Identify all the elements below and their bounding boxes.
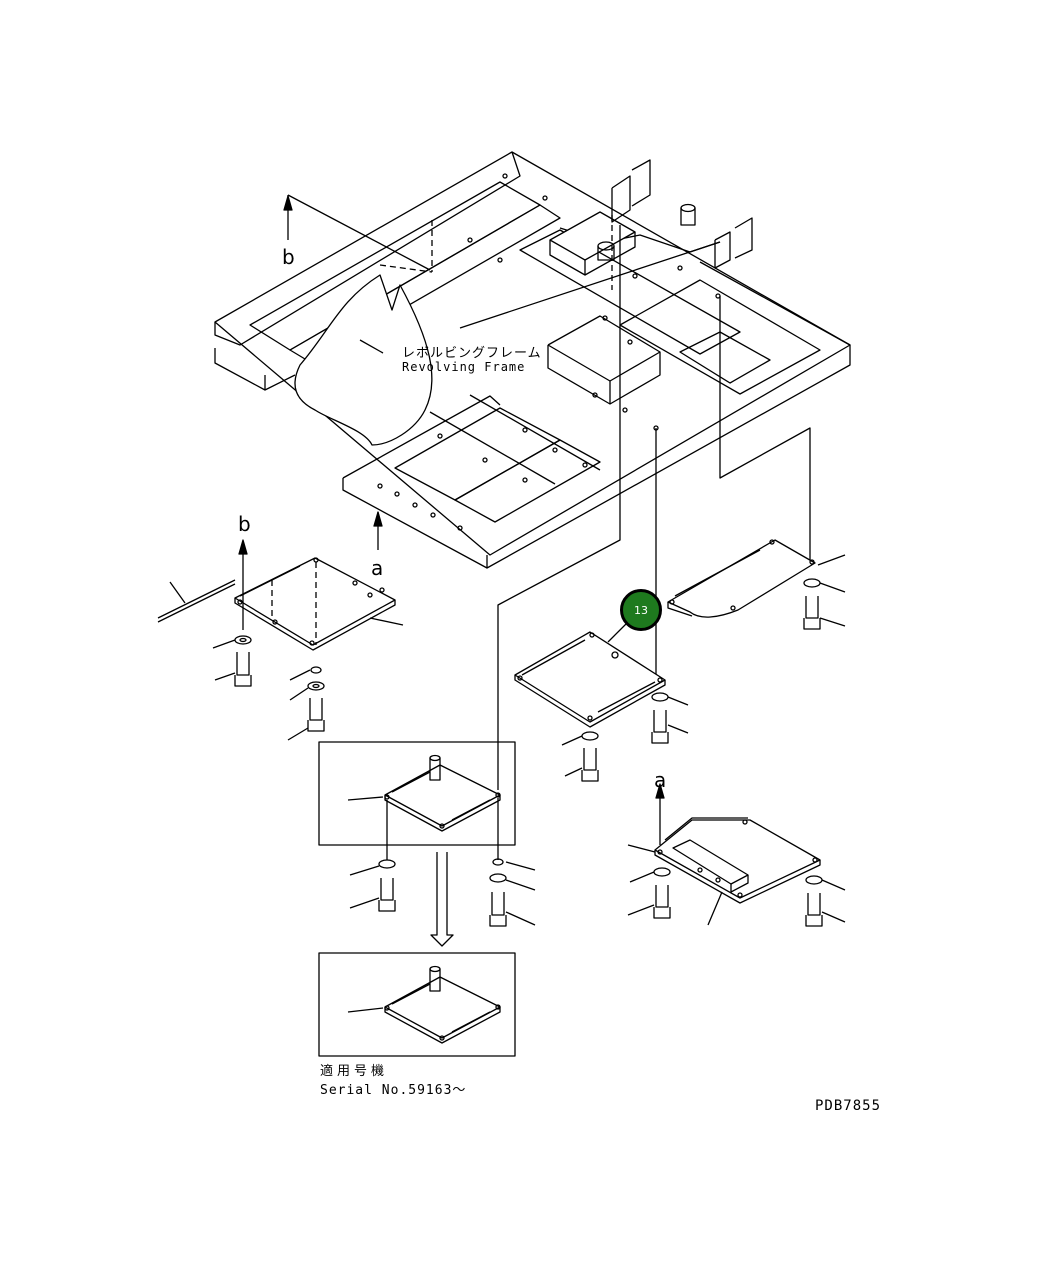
serial-label-en: Serial No.59163〜 — [320, 1083, 467, 1098]
revolving-frame — [214, 151, 851, 569]
revolving-frame-label-en: Revolving Frame — [402, 360, 526, 374]
right-cover-plate — [667, 539, 846, 630]
drawing-id: PDB7855 — [815, 1098, 882, 1114]
detail-box-after — [318, 952, 516, 1057]
lower-right-cover-plate — [627, 783, 846, 927]
part-callout-13[interactable]: 13 — [620, 589, 662, 631]
center-cover-plate — [514, 617, 689, 782]
transition-arrow — [430, 852, 454, 947]
left-cover-plate — [157, 539, 404, 741]
view-ref-b-left: b — [238, 512, 251, 536]
view-ref-a-right: a — [654, 768, 667, 792]
view-ref-a-frame: a — [371, 556, 384, 580]
serial-label-jp: 適用号機 — [320, 1064, 389, 1079]
part-callout-number: 13 — [634, 603, 648, 617]
revolving-frame-label-jp: レボルビングフレーム — [402, 346, 542, 361]
detail-box-before — [318, 741, 536, 927]
view-ref-b-top: b — [282, 245, 295, 269]
